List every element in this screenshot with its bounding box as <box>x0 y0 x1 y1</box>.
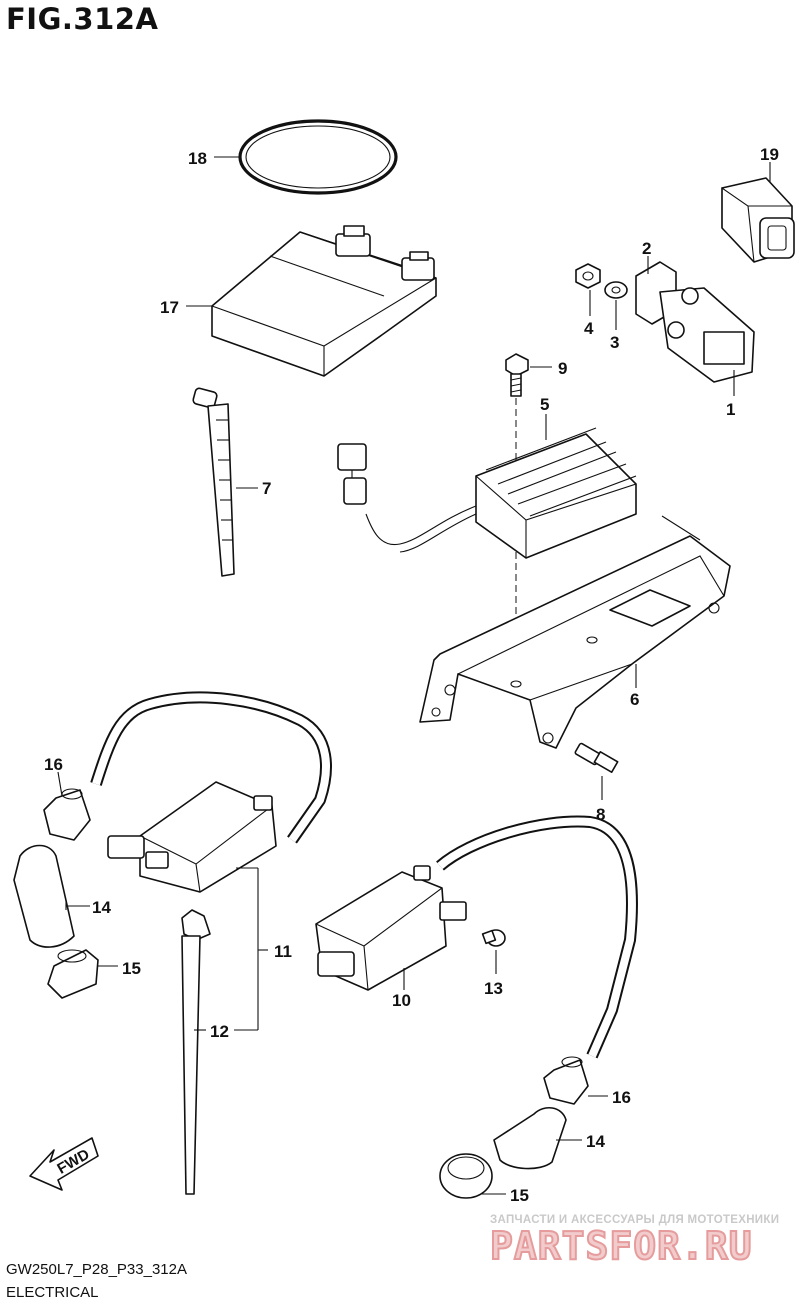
plug-cap-right-part <box>493 1107 582 1170</box>
regulator-rectifier-part <box>337 414 637 559</box>
plug-cap-seal-right-part <box>543 1056 608 1105</box>
callout-16-right: 16 <box>612 1088 631 1107</box>
bolt-9-part <box>505 353 552 397</box>
plug-cap-left-part <box>13 844 90 948</box>
callout-2: 2 <box>642 239 651 258</box>
callout-5: 5 <box>540 395 549 414</box>
cap-cover-left-part <box>47 949 118 999</box>
bolt-8-part <box>574 742 619 800</box>
ignition-coil-10-part <box>315 815 638 1059</box>
callout-1: 1 <box>726 400 735 419</box>
callout-6: 6 <box>630 690 639 709</box>
ecm-unit-part <box>211 225 437 377</box>
figure-title: FIG.312A <box>6 2 159 36</box>
section-name: ELECTRICAL <box>6 1284 99 1301</box>
fwd-arrow-icon: FWD <box>29 1137 99 1191</box>
callout-16-left: 16 <box>44 755 63 774</box>
callout-13: 13 <box>484 979 503 998</box>
ignition-coil-11-part <box>90 691 332 1031</box>
connector-part <box>721 162 795 263</box>
o-ring-part <box>238 119 398 195</box>
callout-17: 17 <box>160 298 179 317</box>
callout-18: 18 <box>188 149 207 168</box>
watermark-tagline: ЗАПЧАСТИ И АКСЕССУАРЫ ДЛЯ МОТОТЕХНИКИ <box>490 1214 780 1226</box>
cap-cover-right-part <box>439 1153 506 1199</box>
plug-cap-seal-left-part <box>43 771 91 841</box>
callout-12: 12 <box>210 1022 229 1041</box>
callout-9: 9 <box>558 359 567 378</box>
cable-tie-7-part <box>192 387 258 577</box>
callout-14-right: 14 <box>586 1132 605 1151</box>
callout-8: 8 <box>596 805 605 824</box>
watermark-brand: PARTSFOR.RU <box>489 1224 753 1268</box>
bracket-part <box>419 515 731 749</box>
callout-3: 3 <box>610 333 619 352</box>
callout-7: 7 <box>262 479 271 498</box>
callout-14-left: 14 <box>92 898 111 917</box>
callout-15-left: 15 <box>122 959 141 978</box>
callout-15-right: 15 <box>510 1186 529 1205</box>
washer-part <box>604 281 628 330</box>
figure-code: GW250L7_P28_P33_312A <box>6 1261 187 1278</box>
callout-4: 4 <box>584 319 594 338</box>
starter-relay-part <box>635 256 755 396</box>
callout-10: 10 <box>392 991 411 1010</box>
callout-11: 11 <box>274 942 292 961</box>
nut-part <box>575 263 601 316</box>
callout-19: 19 <box>760 145 779 164</box>
cable-tie-12-part <box>181 909 211 1195</box>
screw-13-part <box>481 929 506 974</box>
